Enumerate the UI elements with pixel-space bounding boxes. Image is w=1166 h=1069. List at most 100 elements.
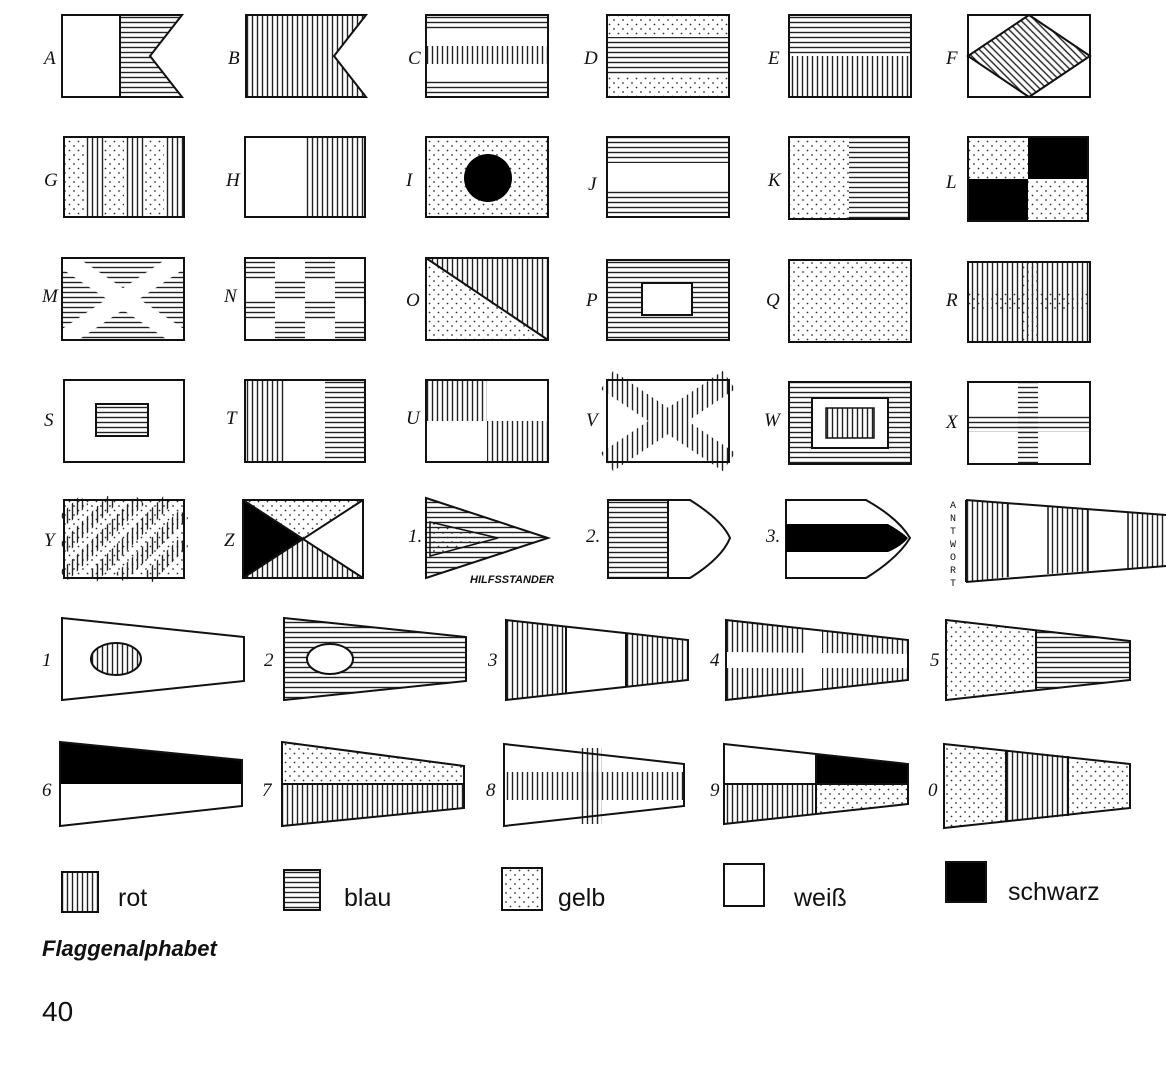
flag-b: B — [228, 14, 369, 98]
flag-r: R — [945, 261, 1091, 343]
number-pennant-4: 4 — [710, 618, 909, 702]
number-pennant-9: 9 — [710, 742, 909, 826]
pennant-label: 4 — [710, 650, 720, 671]
answer-letter: W — [950, 540, 956, 551]
substitute-caption: HILFSSTANDER — [470, 574, 554, 586]
legend-label: rot — [118, 884, 147, 912]
legend-item-schwarz: schwarz — [945, 861, 1100, 906]
flag-label: N — [223, 286, 238, 307]
flag-label: A — [42, 48, 56, 69]
flag-x: X — [945, 381, 1091, 465]
legend-label: gelb — [558, 884, 605, 912]
legend-item-gelb: gelb — [501, 867, 605, 912]
pennant-label: 5 — [930, 650, 940, 671]
flag-v: V — [586, 370, 736, 472]
legend: rot blau gelb weiß schwarz — [61, 861, 1100, 913]
legend-swatch — [945, 861, 987, 903]
flag-label: X — [945, 412, 959, 433]
flag-d: D — [583, 14, 730, 98]
flag-k: K — [767, 136, 910, 220]
pennant-label: 2 — [264, 650, 274, 671]
flag-label: O — [406, 290, 420, 311]
flag-label: Z — [224, 530, 235, 551]
figure-caption: Flaggenalphabet — [42, 936, 217, 961]
substitute-label: 3. — [765, 526, 780, 547]
flag-z: Z — [224, 499, 364, 579]
number-pennant-1: 1 — [42, 616, 245, 702]
flag-label: E — [767, 48, 780, 69]
substitute-label: 1. — [408, 526, 422, 547]
flag-j: J — [588, 136, 730, 218]
number-pennant-8: 8 — [486, 742, 685, 828]
legend-item-rot: rot — [61, 871, 147, 913]
answer-pennant-label: A N T W O R T — [950, 501, 956, 590]
flag-label: B — [228, 48, 240, 69]
flag-label: G — [44, 170, 58, 191]
flag-e: E — [767, 14, 912, 98]
number-pennant-5: 5 — [930, 618, 1131, 702]
pennant-label: 8 — [486, 780, 496, 801]
flag-t: T — [226, 379, 366, 463]
number-pennant-0: 0 — [928, 742, 1131, 830]
answer-letter: O — [950, 553, 956, 564]
number-pennant-6: 6 — [42, 740, 243, 828]
substitute-label: 2. — [586, 526, 600, 547]
flag-l: L — [945, 136, 1089, 222]
number-pennant-3: 3 — [487, 618, 689, 702]
substitute-pennant-1: 1. — [408, 496, 552, 580]
flag-label: T — [226, 408, 238, 429]
flag-y: Y — [44, 495, 189, 583]
substitute-pennant-3: 3. — [765, 499, 912, 579]
flag-label: I — [405, 170, 414, 191]
flag-c: C — [408, 14, 549, 98]
answer-letter: N — [950, 514, 956, 525]
number-pennant-7: 7 — [262, 740, 465, 828]
flag-q: Q — [766, 259, 912, 343]
flag-label: R — [945, 290, 958, 311]
page-number: 40 — [42, 996, 74, 1027]
answer-letter: R — [950, 566, 956, 577]
legend-swatch — [723, 863, 765, 907]
substitute-pennant-2: 2. — [586, 499, 732, 579]
pennant-label: 7 — [262, 780, 273, 801]
flag-o: O — [406, 257, 549, 341]
answer-pennant: A N T W O R T — [950, 499, 1166, 590]
flag-label: S — [44, 410, 54, 431]
flag-f: F — [945, 13, 1092, 99]
flag-n: N — [223, 257, 366, 341]
flag-label: M — [41, 286, 59, 307]
pennant-label: 0 — [928, 780, 938, 801]
flag-i: I — [405, 136, 549, 218]
flag-s: S — [44, 379, 185, 463]
answer-letter: T — [950, 527, 956, 538]
flag-label: H — [225, 170, 241, 191]
pennant-label: 9 — [710, 780, 720, 801]
flag-label: U — [406, 408, 421, 429]
flag-a: A — [42, 14, 185, 98]
flag-label: D — [583, 48, 598, 69]
flag-u: U — [406, 379, 549, 463]
flag-label: P — [585, 290, 598, 311]
pennant-label: 6 — [42, 780, 52, 801]
legend-item-weiss: weiß — [723, 863, 847, 912]
answer-letter: A — [950, 501, 956, 512]
legend-swatch — [501, 867, 543, 911]
legend-label: weiß — [793, 884, 847, 912]
legend-label: blau — [344, 884, 391, 912]
flag-h: H — [225, 136, 366, 218]
flag-label: L — [945, 172, 957, 193]
flag-label: Q — [766, 290, 780, 311]
flag-m: M — [41, 250, 190, 348]
legend-swatch — [283, 869, 321, 911]
flag-label: J — [588, 174, 598, 195]
flag-label: C — [408, 48, 421, 69]
number-pennant-2: 2 — [264, 616, 467, 702]
legend-swatch — [61, 871, 99, 913]
legend-label: schwarz — [1008, 878, 1100, 906]
flag-g: G — [44, 136, 185, 218]
flag-p: P — [585, 259, 730, 341]
flag-w: W — [764, 381, 912, 465]
legend-item-blau: blau — [283, 869, 391, 912]
flag-label: V — [586, 410, 600, 431]
